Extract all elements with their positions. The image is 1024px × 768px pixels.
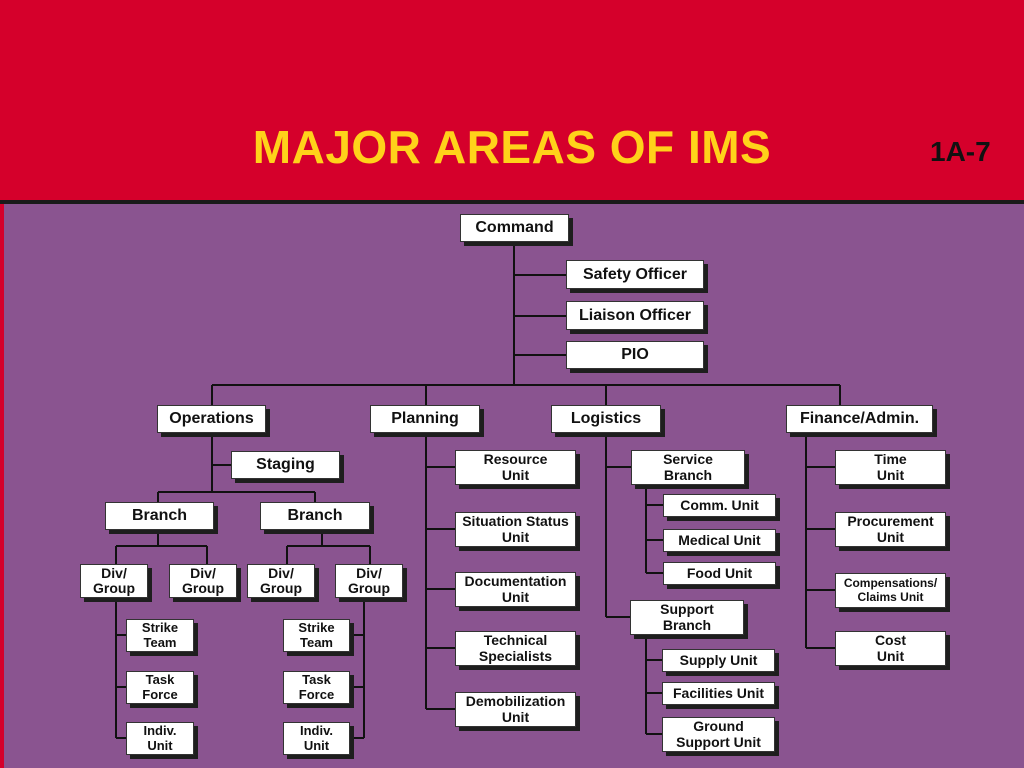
div-group-box-1: Div/ Group (80, 564, 148, 598)
ground-support-unit-box: Ground Support Unit (662, 717, 775, 752)
indiv-unit-box-2: Indiv. Unit (283, 722, 350, 755)
left-edge-stripe (0, 204, 4, 768)
strike-team-box-2: Strike Team (283, 619, 350, 652)
command-box: Command (460, 214, 569, 242)
cost-unit-box: Cost Unit (835, 631, 946, 666)
resource-unit-box: Resource Unit (455, 450, 576, 485)
div-group-box-3: Div/ Group (247, 564, 315, 598)
task-force-box-1: Task Force (126, 671, 194, 704)
task-force-box-2: Task Force (283, 671, 350, 704)
branch-box-1: Branch (105, 502, 214, 530)
compensations-claims-unit-box: Compensations/ Claims Unit (835, 573, 946, 608)
slide-title: MAJOR AREAS OF IMS (252, 121, 772, 173)
pio-box: PIO (566, 341, 704, 369)
support-branch-box: Support Branch (630, 600, 744, 635)
div-group-box-4: Div/ Group (335, 564, 403, 598)
safety-officer-box: Safety Officer (566, 260, 704, 289)
branch-box-2: Branch (260, 502, 370, 530)
banner-divider (0, 200, 1024, 204)
facilities-unit-box: Facilities Unit (662, 682, 775, 705)
slide-number: 1A-7 (930, 136, 991, 167)
situation-status-unit-box: Situation Status Unit (455, 512, 576, 547)
planning-box: Planning (370, 405, 480, 433)
liaison-officer-box: Liaison Officer (566, 301, 704, 330)
operations-box: Operations (157, 405, 266, 433)
time-unit-box: Time Unit (835, 450, 946, 485)
finance-admin-box: Finance/Admin. (786, 405, 933, 433)
documentation-unit-box: Documentation Unit (455, 572, 576, 607)
staging-box: Staging (231, 451, 340, 479)
comm-unit-box: Comm. Unit (663, 494, 776, 517)
supply-unit-box: Supply Unit (662, 649, 775, 672)
food-unit-box: Food Unit (663, 562, 776, 585)
title-banner (0, 0, 1024, 200)
medical-unit-box: Medical Unit (663, 529, 776, 552)
strike-team-box-1: Strike Team (126, 619, 194, 652)
procurement-unit-box: Procurement Unit (835, 512, 946, 547)
indiv-unit-box-1: Indiv. Unit (126, 722, 194, 755)
technical-specialists-box: Technical Specialists (455, 631, 576, 666)
demobilization-unit-box: Demobilization Unit (455, 692, 576, 727)
service-branch-box: Service Branch (631, 450, 745, 485)
logistics-box: Logistics (551, 405, 661, 433)
div-group-box-2: Div/ Group (169, 564, 237, 598)
